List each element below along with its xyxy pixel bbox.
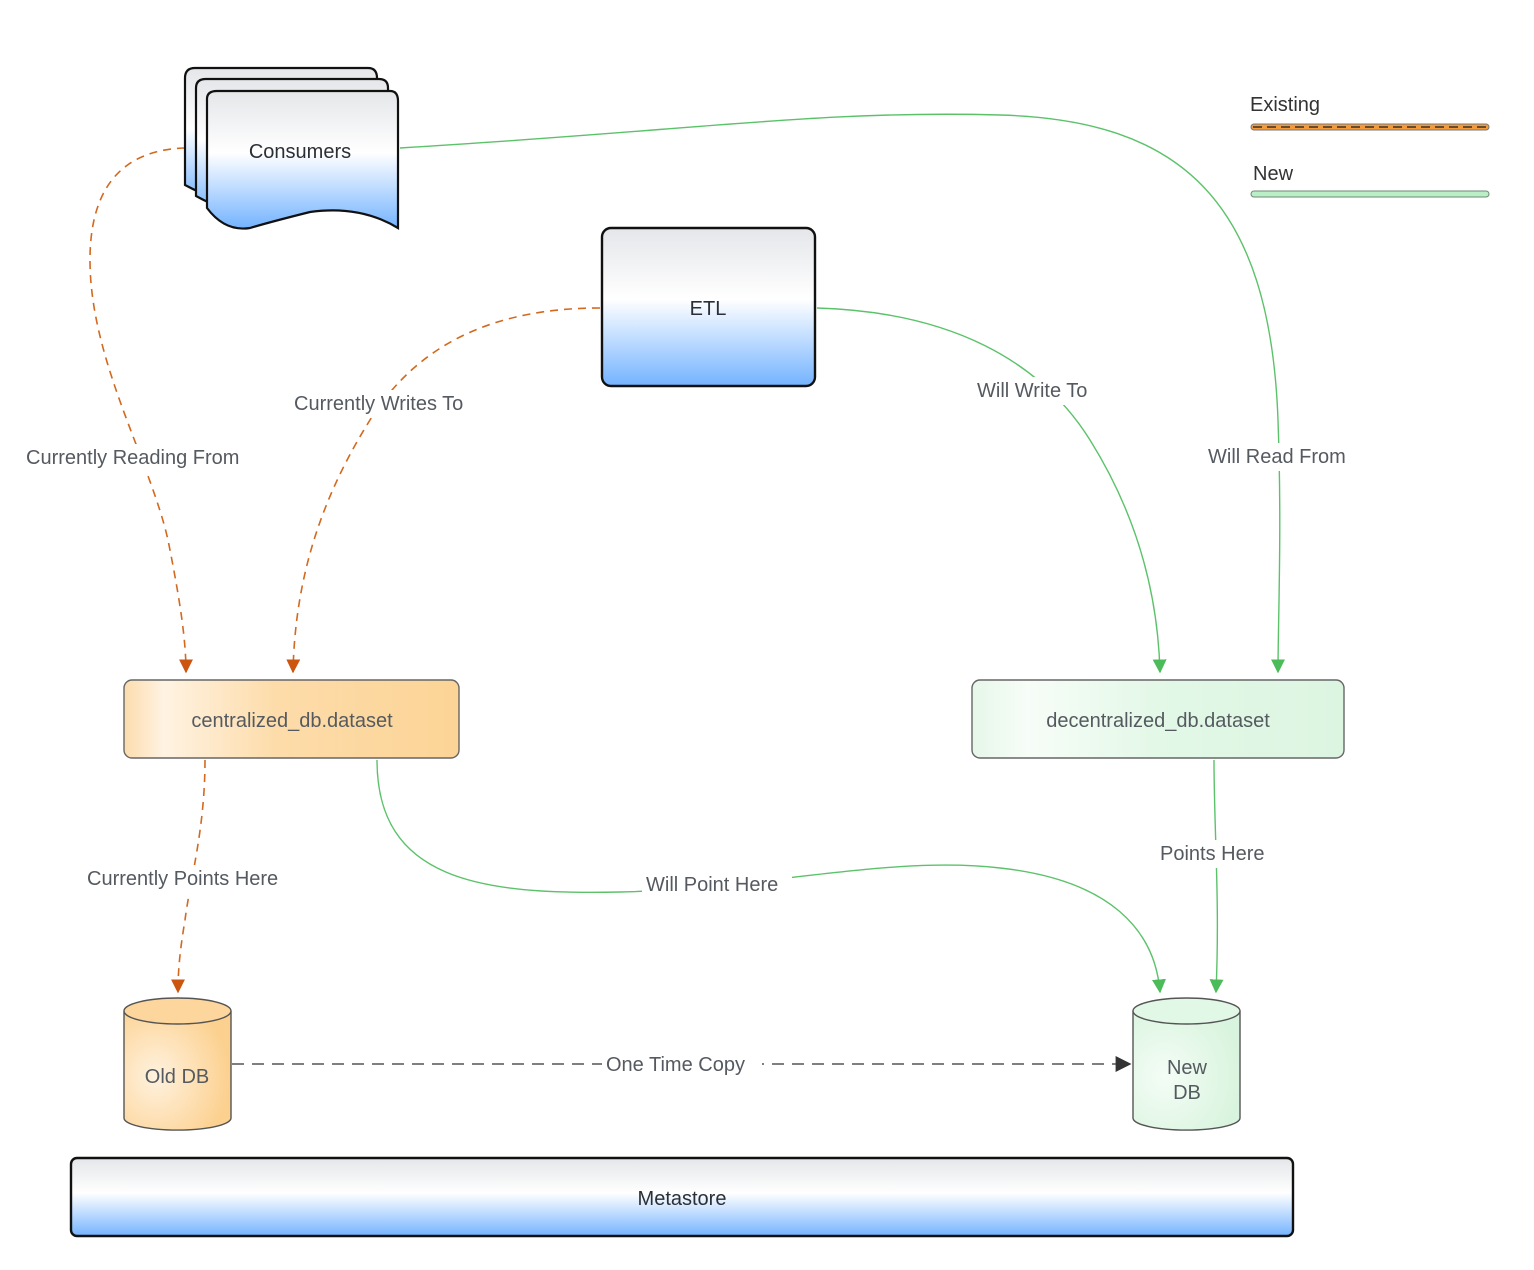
legend-new-label: New: [1253, 163, 1294, 185]
edge-label-will-write-to: Will Write To: [977, 380, 1087, 402]
node-decentralized-dataset[interactable]: decentralized_db.dataset: [971, 679, 1345, 759]
etl-label: ETL: [690, 298, 727, 320]
edge-label-will-read-from: Will Read From: [1208, 446, 1346, 468]
edge-label-points-here: Points Here: [1160, 843, 1265, 865]
edge-label-currently-writes-to: Currently Writes To: [294, 393, 463, 415]
edge-label-currently-reading-from: Currently Reading From: [26, 447, 239, 469]
new-db-label-line2: DB: [1173, 1082, 1201, 1104]
edge-label-one-time-copy: One Time Copy: [606, 1054, 745, 1076]
node-consumers[interactable]: Consumers: [183, 66, 400, 230]
legend-existing-line: [1250, 123, 1490, 131]
edge-decentralized-to-new-db: [1209, 759, 1224, 994]
edge-etl-to-centralized: [286, 307, 601, 674]
legend-existing-label: Existing: [1250, 94, 1320, 116]
node-metastore[interactable]: Metastore: [69, 1156, 1295, 1238]
consumers-label: Consumers: [249, 141, 351, 163]
node-old-db[interactable]: Old DB: [123, 997, 232, 1131]
centralized-dataset-label: centralized_db.dataset: [191, 710, 393, 732]
node-etl[interactable]: ETL: [600, 226, 817, 388]
edge-label-group: Currently Reading From Currently Writes …: [22, 377, 1358, 1078]
legend-new-line: [1250, 190, 1490, 198]
edge-etl-to-decentralized: [816, 307, 1167, 674]
edge-consumers-to-decentralized: [399, 113, 1286, 674]
old-db-label: Old DB: [145, 1066, 209, 1088]
legend: Existing New: [1250, 94, 1490, 198]
edge-consumers-to-centralized: [89, 147, 193, 674]
decentralized-dataset-label: decentralized_db.dataset: [1046, 710, 1270, 732]
node-centralized-dataset[interactable]: centralized_db.dataset: [123, 679, 460, 759]
metastore-label: Metastore: [638, 1188, 727, 1210]
node-new-db[interactable]: New DB: [1132, 997, 1241, 1131]
new-db-label-line1: New: [1167, 1057, 1208, 1079]
edge-label-currently-points-here: Currently Points Here: [87, 868, 278, 890]
edge-label-will-point-here: Will Point Here: [646, 874, 778, 896]
